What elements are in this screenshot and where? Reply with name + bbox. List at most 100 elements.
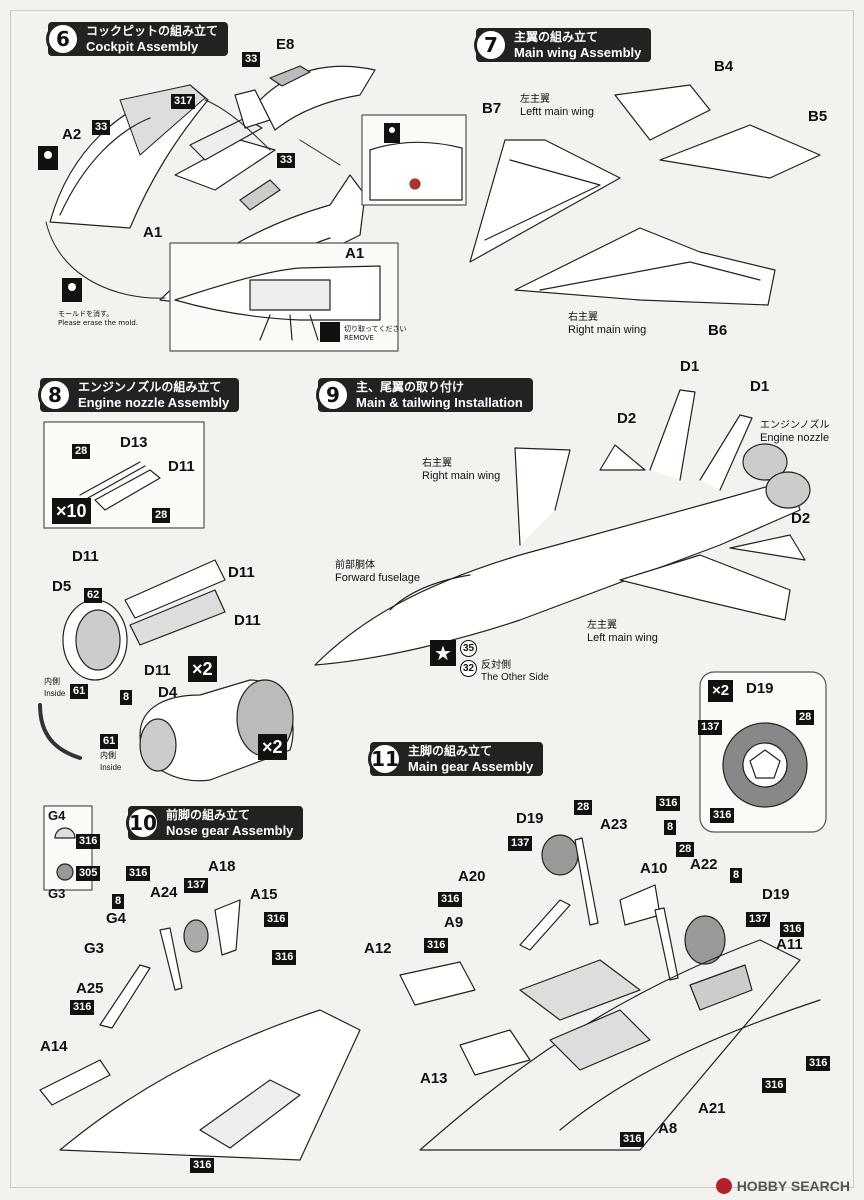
- wheel-drawing: [722, 722, 808, 808]
- step-title-jp: 主、尾翼の取り付け: [356, 380, 465, 394]
- quantity-badge: ×2: [258, 734, 287, 760]
- part-label: G3: [84, 940, 105, 957]
- step-title-jp: 前脚の組み立て: [166, 808, 251, 822]
- paint-tag: 316: [762, 1078, 787, 1093]
- decal-number: 32: [460, 660, 477, 677]
- step-title-en: Engine nozzle Assembly: [78, 395, 230, 410]
- remove-cut-icon: [320, 322, 340, 342]
- cement-tag: 317: [171, 94, 196, 109]
- paint-tag: 28: [72, 444, 91, 459]
- file-tool-icon: [62, 278, 82, 302]
- paint-tag: 316: [656, 796, 681, 811]
- paint-tag: 316: [780, 922, 805, 937]
- step-number: 7: [474, 28, 508, 62]
- part-label: D19: [746, 680, 774, 697]
- remove-note-en: REMOVE: [344, 334, 374, 342]
- nozzle-assembled-drawing: [139, 679, 294, 782]
- decal-number: 35: [460, 640, 477, 657]
- part-label: D1: [680, 358, 700, 375]
- part-label: A9: [444, 914, 464, 931]
- cement-tag: 33: [277, 153, 296, 168]
- paint-tag: 137: [746, 912, 771, 927]
- part-label: B6: [708, 322, 728, 339]
- part-label: A1: [345, 245, 365, 262]
- step-title-jp: 主翼の組み立て: [514, 30, 599, 44]
- nozzle-petals-drawing: [124, 559, 226, 646]
- step-title-en: Cockpit Assembly: [86, 39, 199, 54]
- part-label: A11: [776, 936, 803, 953]
- paint-tag: 137: [698, 720, 723, 735]
- part-label: D11: [228, 564, 255, 581]
- paint-tag: 61: [100, 734, 119, 749]
- paint-tag: 316: [806, 1056, 831, 1071]
- step-title-jp: 主脚の組み立て: [408, 744, 493, 758]
- step-number: 10: [126, 806, 160, 840]
- paint-tag: 316: [190, 1158, 215, 1173]
- part-label: A1: [143, 224, 163, 241]
- paint-tag: 28: [676, 842, 695, 857]
- paint-tag: 316: [424, 938, 449, 953]
- b5-drawing: [659, 124, 821, 179]
- part-label: A18: [208, 858, 236, 875]
- part-label: B7: [482, 100, 502, 117]
- hobby-search-logo-icon: [715, 1178, 732, 1194]
- part-label: A10: [640, 860, 668, 877]
- part-label: B4: [714, 58, 734, 75]
- file-tool-icon: [38, 146, 58, 170]
- b4-drawing: [614, 84, 711, 141]
- remove-note-jp: 切り取ってください: [344, 325, 407, 333]
- part-label: A2: [62, 126, 82, 143]
- step-number: 9: [316, 378, 350, 412]
- part-label: A12: [364, 940, 392, 957]
- paint-tag: 137: [508, 836, 533, 851]
- cement-tag: 33: [92, 120, 111, 135]
- paint-tag: 316: [710, 808, 735, 823]
- part-label: A14: [40, 1038, 68, 1055]
- a1-detail-drawing: [174, 265, 381, 341]
- cement-tag: 33: [242, 52, 261, 67]
- step-title-jp: エンジンノズルの組み立て: [78, 380, 222, 394]
- part-label: A8: [658, 1120, 678, 1137]
- part-label: D11: [234, 612, 261, 629]
- part-label: A25: [76, 980, 104, 997]
- mold-note-jp: モールドを消す。: [58, 310, 114, 318]
- e8-drawing: [259, 65, 376, 131]
- paint-tag: 61: [70, 684, 89, 699]
- petal-drawing: [79, 461, 161, 511]
- paint-tag: 316: [76, 834, 101, 849]
- paint-tag: 316: [620, 1132, 645, 1147]
- part-label: D2: [791, 510, 811, 527]
- part-label: D11: [168, 458, 195, 475]
- paint-tag: 8: [664, 820, 677, 835]
- quantity-badge: ×10: [52, 498, 91, 524]
- paint-tag: 62: [84, 588, 103, 603]
- part-label: A15: [250, 886, 278, 903]
- right-wing-drawing: [514, 227, 776, 306]
- paint-tag: 8: [120, 690, 133, 705]
- step-title-en: Main & tailwing Installation: [356, 395, 523, 410]
- paint-tag: 28: [574, 800, 593, 815]
- watermark: HOBBY SEARCH: [715, 1178, 850, 1194]
- mold-note-en: Please erase the mold.: [58, 319, 139, 327]
- part-label: A22: [690, 856, 718, 873]
- part-label: D19: [516, 810, 544, 827]
- step-title-jp: コックピットの組み立て: [86, 24, 219, 38]
- part-label: D2: [617, 410, 637, 427]
- main-gear-drawing: [399, 834, 821, 1151]
- nozzle-ring-drawing: [62, 599, 128, 681]
- part-label: A13: [420, 1070, 448, 1087]
- step-number: 8: [38, 378, 72, 412]
- step-title-en: Nose gear Assembly: [166, 823, 294, 838]
- paint-tag: 305: [76, 866, 101, 881]
- step-title-en: Main gear Assembly: [408, 759, 534, 774]
- star-decal-icon: ★: [430, 640, 456, 666]
- part-label: D11: [144, 662, 171, 679]
